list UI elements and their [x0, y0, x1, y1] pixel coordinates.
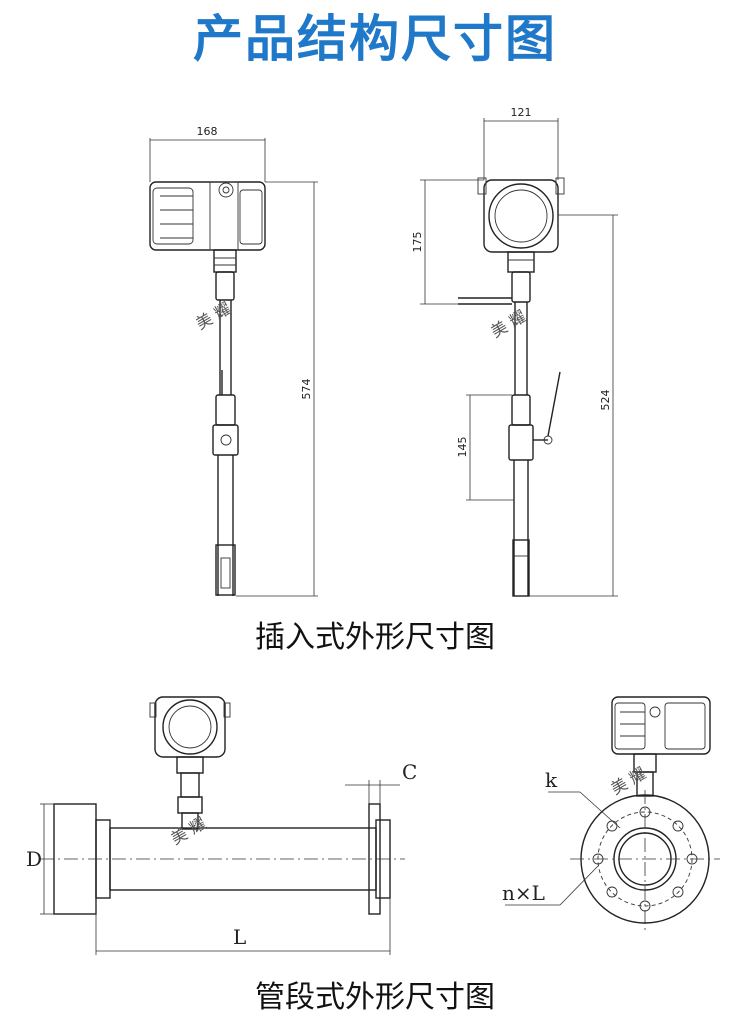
label-k: k: [545, 768, 558, 792]
dim-front-width: 121: [511, 106, 532, 119]
pipe-side-view: D L C 美 耀: [26, 696, 417, 955]
pipe-caption: 管段式外形尺寸图: [255, 980, 495, 1015]
insertion-side-view: 168 574 美 耀: [149, 125, 318, 597]
dim-side-width: 168: [197, 125, 218, 138]
dim-front-length: 524: [599, 390, 612, 411]
label-nl: n×L: [502, 881, 545, 905]
watermark: 美 耀: [488, 306, 530, 341]
watermark: 美 耀: [608, 763, 650, 798]
insertion-front-view: 121 175 524 145 美 耀: [411, 106, 618, 597]
dim-side-length: 574: [300, 379, 313, 400]
page-title: 产品结构尺寸图: [193, 10, 557, 68]
pipe-end-view: k n×L 美 耀: [502, 696, 720, 930]
dim-front-valve: 145: [456, 437, 469, 458]
watermark: 美 耀: [193, 298, 235, 333]
dim-d: D: [26, 847, 42, 871]
insertion-caption: 插入式外形尺寸图: [255, 620, 495, 655]
watermark: 美 耀: [168, 813, 210, 848]
dim-l: L: [233, 925, 246, 949]
dim-front-head: 175: [411, 232, 424, 253]
dim-c: C: [402, 760, 417, 784]
